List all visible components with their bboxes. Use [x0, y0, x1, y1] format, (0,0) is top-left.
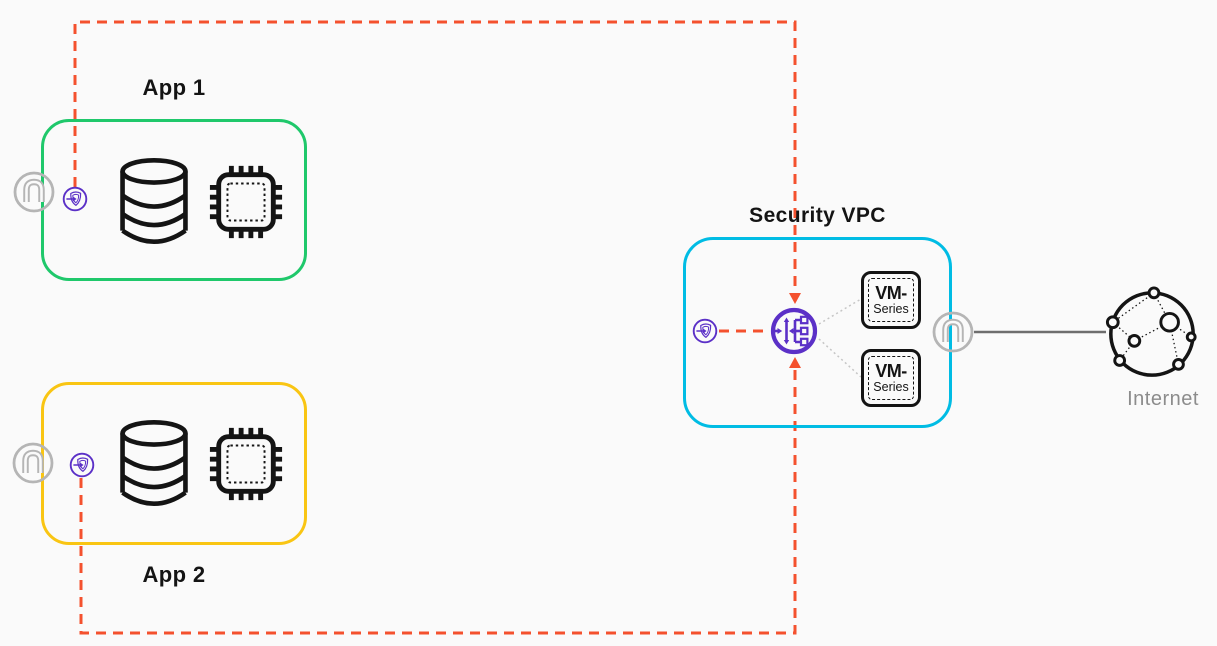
dashed-path-app2-to-gwlb — [79, 368, 797, 635]
app1-label: App 1 — [142, 75, 206, 100]
security-vpc-box — [683, 237, 952, 428]
vm-series-node-2: VM- Series — [861, 349, 921, 407]
database-icon — [120, 157, 188, 244]
app2-label: App 2 — [142, 562, 206, 587]
vm-series-label-line2: Series — [873, 380, 909, 395]
vm-series-dashed-frame: VM- Series — [868, 356, 914, 400]
vm-series-label-line1: VM- — [875, 283, 907, 304]
vm-series-label-line2: Series — [873, 302, 909, 317]
vm-series-label-line1: VM- — [875, 361, 907, 382]
internet-globe-icon — [1105, 286, 1197, 377]
vm-series-node-1: VM- Series — [861, 271, 921, 329]
cpu-chip-icon — [209, 427, 283, 501]
dashed-path-app1-to-gwlb — [73, 20, 797, 293]
gwlb-endpoint-icon — [62, 186, 88, 212]
cpu-chip-icon — [209, 165, 283, 239]
gateway-icon — [932, 311, 974, 353]
security-vpc-label: Security VPC — [749, 204, 886, 227]
internet-label: Internet — [1127, 388, 1199, 410]
gateway-load-balancer-icon — [770, 307, 818, 355]
gateway-icon — [13, 171, 55, 213]
gwlb-endpoint-icon — [692, 318, 718, 344]
arrowhead-down-icon — [789, 293, 801, 304]
arrowhead-up-icon — [789, 357, 801, 368]
database-icon — [120, 419, 188, 506]
dotted-link-gwlb-vm1 — [818, 298, 862, 325]
vm-series-dashed-frame: VM- Series — [868, 278, 914, 322]
gwlb-endpoint-icon — [69, 452, 95, 478]
gateway-icon — [12, 442, 54, 484]
